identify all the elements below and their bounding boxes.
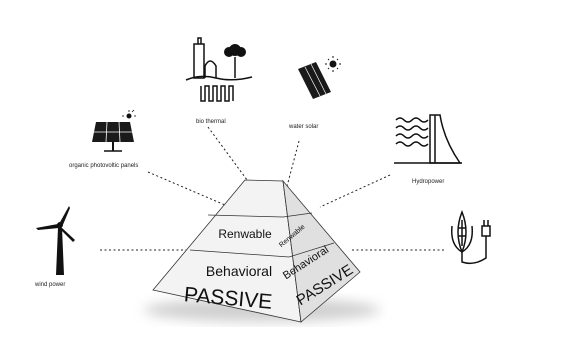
label-hydropower: Hydropower (412, 179, 444, 185)
water-solar-icon (298, 56, 341, 99)
connector-water-solar (285, 140, 300, 191)
pyramid-side-face (282, 179, 361, 323)
label-bio-thermal: bio thermal (196, 119, 226, 125)
pyramid: Renwable Behavioral PASSIVE Renwable Beh… (144, 179, 380, 323)
wind-turbine-icon (36, 206, 75, 275)
label-wind-power: wind power (34, 282, 65, 288)
solar-panel-icon (92, 109, 136, 152)
connector-hydropower (319, 174, 391, 208)
bio-thermal-icon (185, 37, 253, 102)
tier-divider (288, 242, 335, 258)
pyramid-front-tier-top: Renwable (218, 227, 272, 241)
label-organic-photovoltic-panels: organic photovoltic panels (69, 163, 138, 169)
hydropower-dam-icon (394, 114, 462, 164)
connector-lines (100, 126, 444, 251)
label-water-solar: water solar (288, 124, 318, 130)
corn-biofuel-plug-icon (450, 209, 491, 265)
tier-divider (282, 212, 313, 218)
pyramid-front-tier-middle: Behavioral (206, 263, 272, 279)
tier-divider (189, 249, 290, 258)
connector-bio-thermal (207, 126, 254, 189)
connector-photovoltic (147, 171, 233, 209)
tier-divider (207, 214, 284, 218)
